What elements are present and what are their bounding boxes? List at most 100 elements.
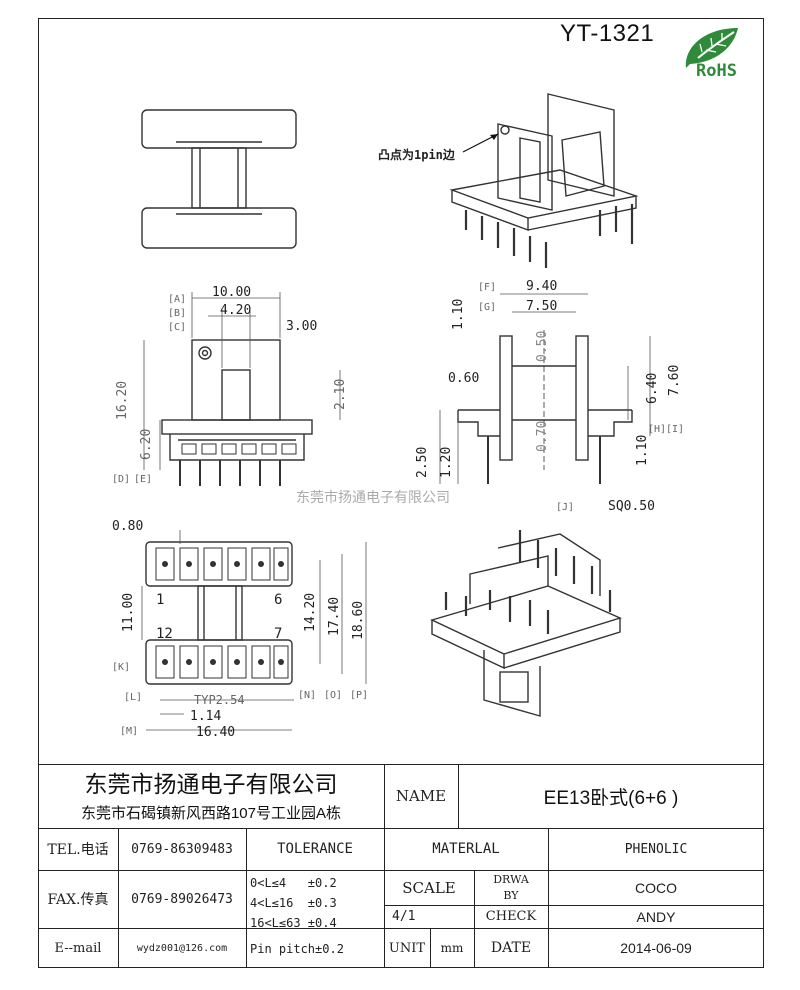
col-line (458, 764, 459, 828)
dim-label-n: [N] (298, 690, 316, 701)
rohs-text: RoHS (696, 61, 737, 80)
dim-0-60: 0.60 (448, 371, 479, 386)
dim-1-14: 1.14 (190, 709, 221, 724)
email-value: wydz001@126.com (136, 942, 228, 954)
isometric-view-bottom (430, 530, 622, 717)
dim-1-10-top: 1.10 (451, 299, 466, 330)
dim-2-50: 2.50 (415, 447, 430, 478)
dim-label-i: [I] (666, 424, 684, 435)
pin-label-12: 12 (156, 626, 173, 642)
company-address: 东莞市石碣镇新风西路107号工业园A栋 (80, 804, 342, 822)
scale-label: SCALE (402, 878, 456, 897)
dim-g: 7.50 (526, 299, 557, 314)
row-line (384, 905, 548, 906)
dim-14-20: 14.20 (303, 593, 318, 632)
tel-label: TEL.电话 (47, 842, 109, 858)
dim-label-c: [C] (168, 322, 186, 333)
dim-a: 10.00 (212, 285, 251, 300)
tolerance-line-2: 4<L≤16 ±0.3 (250, 896, 337, 910)
date-label: DATE (490, 940, 532, 956)
check-value: ANDY (636, 908, 676, 925)
dim-sq: SQ0.50 (608, 499, 655, 514)
tolerance-label: TOLERANCE (277, 841, 353, 857)
dim-f: 9.40 (526, 279, 557, 294)
unit-label: UNIT (388, 940, 426, 956)
pin-label-1: 1 (156, 592, 164, 608)
dim-label-j: [J] (556, 502, 574, 513)
dim-label-g: [G] (478, 302, 496, 313)
tolerance-line-3: 16<L≤63 ±0.4 (250, 916, 337, 930)
dim-16-40: 16.40 (196, 725, 235, 740)
fax-value: 0769-89026473 (131, 891, 233, 907)
material-label: MATERLAL (432, 841, 500, 857)
bottom-plan-view (145, 541, 293, 685)
name-value: EE13卧式(6+6 ) (543, 787, 679, 809)
dim-11-00: 11.00 (121, 593, 136, 632)
unit-value: mm (440, 941, 464, 955)
part-number: YT-1321 (560, 20, 655, 47)
dim-typ: TYP2.54 (194, 693, 245, 707)
dim-h-total: 16.20 (115, 381, 130, 420)
tel-value: 0769-86309483 (131, 841, 233, 857)
pin1-callout: 凸点为1pin边 (378, 147, 456, 162)
row-line (548, 905, 764, 906)
dim-17-40: 17.40 (327, 597, 342, 636)
technical-drawing: 凸点为1pin边 [A] [B] [C] 10.00 4.20 3.00 16.… (112, 93, 684, 740)
email-label: E--mail (54, 940, 102, 956)
side-elevation-view (457, 330, 633, 484)
dim-label-k: [K] (112, 662, 130, 673)
dim-slot: 2.10 (333, 379, 348, 410)
dim-0-80: 0.80 (112, 519, 143, 534)
date-value: 2014-06-09 (620, 940, 692, 956)
dim-18-60: 18.60 (351, 601, 366, 640)
dim-b: 4.20 (220, 303, 251, 318)
dim-6-40: 6.40 (645, 373, 660, 404)
title-block: 东莞市扬通电子有限公司 东莞市石碣镇新风西路107号工业园A栋 NAME EE1… (38, 764, 764, 968)
col-line (246, 828, 247, 968)
dim-7-60: 7.60 (667, 365, 682, 396)
watermark-text: 东莞市扬通电子有限公司 (296, 489, 450, 506)
fax-label: FAX.传真 (47, 892, 109, 908)
pin-label-6: 6 (274, 592, 282, 608)
dim-c: 3.00 (286, 319, 317, 334)
name-label: NAME (395, 787, 447, 805)
check-label: CHECK (485, 909, 537, 924)
title-block-frame (38, 764, 764, 968)
col-line (384, 764, 385, 968)
dim-label-f: [F] (478, 282, 496, 293)
dim-label-a: [A] (168, 294, 186, 305)
dim-label-p: [P] (350, 690, 368, 701)
col-line (548, 828, 549, 968)
dim-label-h: [H] (648, 424, 666, 435)
dim-label-m: [M] (120, 726, 138, 737)
material-value: PHENOLIC (624, 841, 688, 857)
rohs-logo: RoHS (685, 28, 738, 80)
col-line (474, 870, 475, 968)
col-line (118, 828, 119, 968)
row-line (38, 828, 764, 829)
dim-label-o: [O] (324, 690, 342, 701)
tolerance-line-1: 0<L≤4 ±0.2 (250, 876, 337, 890)
company-name: 东莞市扬通电子有限公司 (84, 771, 338, 797)
row-line (38, 870, 764, 871)
pin-label-7: 7 (274, 626, 282, 642)
dim-0-70: 0.70 (535, 421, 550, 452)
tolerance-line-4: Pin pitch±0.2 (250, 942, 344, 956)
drawn-value: COCO (635, 879, 677, 896)
drawn-label-2: BY (503, 888, 519, 902)
front-elevation-view (161, 339, 313, 486)
scale-value: 4/1 (392, 909, 416, 924)
dim-label-e: [E] (134, 474, 152, 485)
dim-label-b: [B] (168, 308, 186, 319)
dim-h-base: 6.20 (139, 429, 154, 460)
dim-label-d: [D] (112, 474, 130, 485)
dim-1-10-bottom: 1.10 (635, 435, 650, 466)
isometric-view-top (449, 93, 639, 268)
drawn-label-1: DRWA (493, 872, 529, 886)
dim-1-20: 1.20 (439, 447, 454, 478)
col-line (430, 928, 431, 968)
top-plan-view (141, 109, 297, 249)
dim-0-50: 0.50 (535, 331, 550, 362)
dim-label-l: [L] (124, 692, 142, 703)
row-line (38, 928, 764, 929)
